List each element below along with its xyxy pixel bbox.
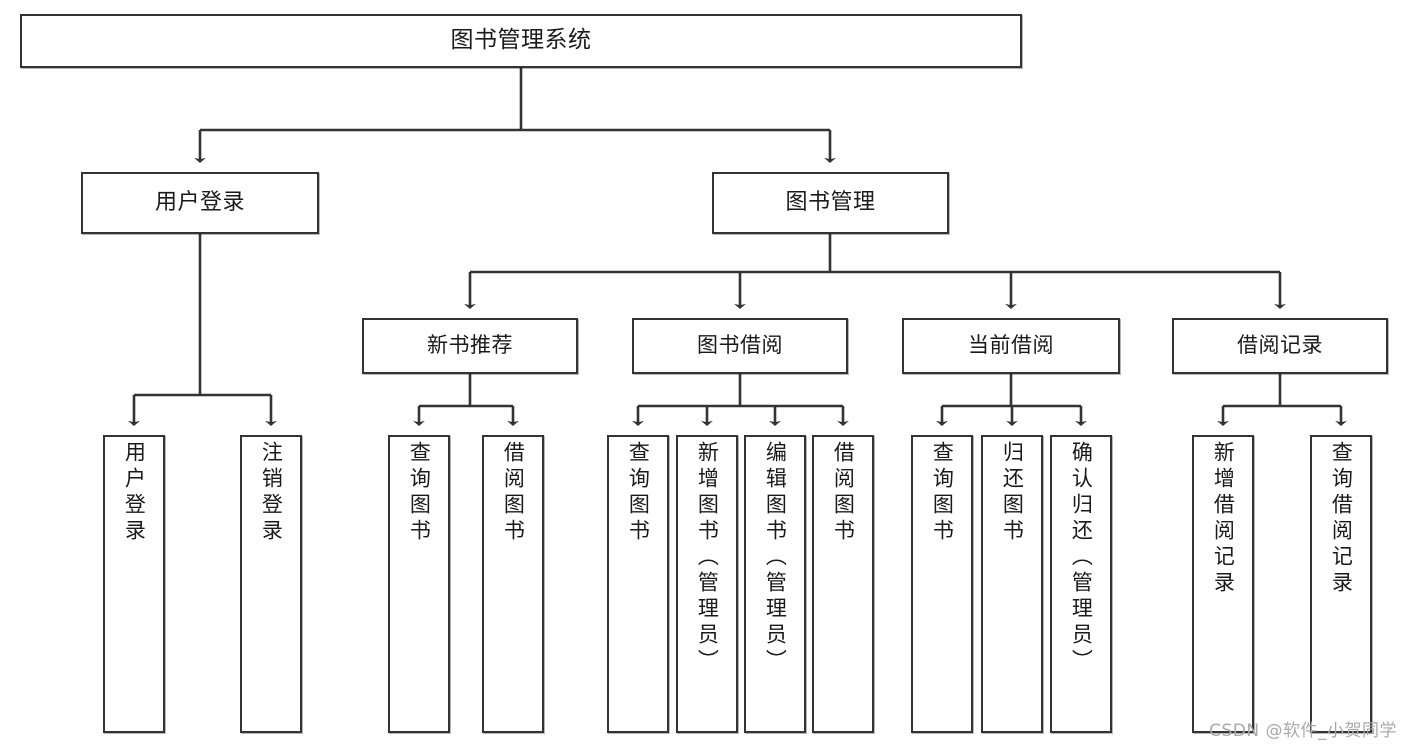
leaf-return-book[interactable]: 归还图书 xyxy=(981,435,1043,733)
leaf-borrow-book-label: 借阅图书 xyxy=(831,441,856,545)
leaf-add-borrow-record[interactable]: 新增借阅记录 xyxy=(1192,435,1254,733)
leaf-logout-label: 注销登录 xyxy=(259,441,284,545)
leaf-query-borrow-record-label: 查询借阅记录 xyxy=(1329,441,1354,597)
leaf-add-book-admin[interactable]: 新增图书（管理员） xyxy=(676,435,738,733)
leaf-user-login-label: 用户登录 xyxy=(122,441,147,545)
node-book-management[interactable]: 图书管理 xyxy=(712,172,949,234)
leaf-query-book-current-label: 查询图书 xyxy=(930,441,955,545)
leaf-query-book-borrow-label: 查询图书 xyxy=(626,441,651,545)
leaf-query-book-current[interactable]: 查询图书 xyxy=(911,435,973,733)
leaf-query-book-rec[interactable]: 查询图书 xyxy=(388,435,450,733)
leaf-edit-book-admin-label: 编辑图书（管理员） xyxy=(763,441,788,675)
leaf-borrow-book[interactable]: 借阅图书 xyxy=(812,435,874,733)
leaf-confirm-return-admin-label: 确认归还（管理员） xyxy=(1069,441,1094,675)
node-book-management-label: 图书管理 xyxy=(785,189,876,215)
node-current-borrow-label: 当前借阅 xyxy=(968,333,1054,358)
node-new-book-recommend[interactable]: 新书推荐 xyxy=(362,318,578,374)
leaf-add-borrow-record-label: 新增借阅记录 xyxy=(1211,441,1236,597)
node-user-login-label: 用户登录 xyxy=(154,189,245,215)
leaf-borrow-book-rec-label: 借阅图书 xyxy=(501,441,526,545)
node-borrow-record-label: 借阅记录 xyxy=(1237,333,1323,358)
node-root[interactable]: 图书管理系统 xyxy=(20,14,1022,68)
leaf-query-book-borrow[interactable]: 查询图书 xyxy=(607,435,669,733)
node-root-label: 图书管理系统 xyxy=(450,27,592,54)
node-current-borrow[interactable]: 当前借阅 xyxy=(902,318,1120,374)
node-new-book-recommend-label: 新书推荐 xyxy=(427,333,513,358)
leaf-return-book-label: 归还图书 xyxy=(1000,441,1025,545)
leaf-add-book-admin-label: 新增图书（管理员） xyxy=(695,441,720,675)
leaf-borrow-book-rec[interactable]: 借阅图书 xyxy=(482,435,544,733)
node-book-borrow[interactable]: 图书借阅 xyxy=(632,318,848,374)
node-book-borrow-label: 图书借阅 xyxy=(697,333,783,358)
node-user-login[interactable]: 用户登录 xyxy=(81,172,319,234)
leaf-logout[interactable]: 注销登录 xyxy=(240,435,302,733)
leaf-confirm-return-admin[interactable]: 确认归还（管理员） xyxy=(1050,435,1112,733)
node-borrow-record[interactable]: 借阅记录 xyxy=(1172,318,1388,374)
leaf-edit-book-admin[interactable]: 编辑图书（管理员） xyxy=(744,435,806,733)
csdn-watermark: CSDN @软件_小贺同学 xyxy=(1209,721,1397,741)
leaf-query-borrow-record[interactable]: 查询借阅记录 xyxy=(1310,435,1372,733)
leaf-user-login[interactable]: 用户登录 xyxy=(103,435,165,733)
leaf-query-book-rec-label: 查询图书 xyxy=(407,441,432,545)
